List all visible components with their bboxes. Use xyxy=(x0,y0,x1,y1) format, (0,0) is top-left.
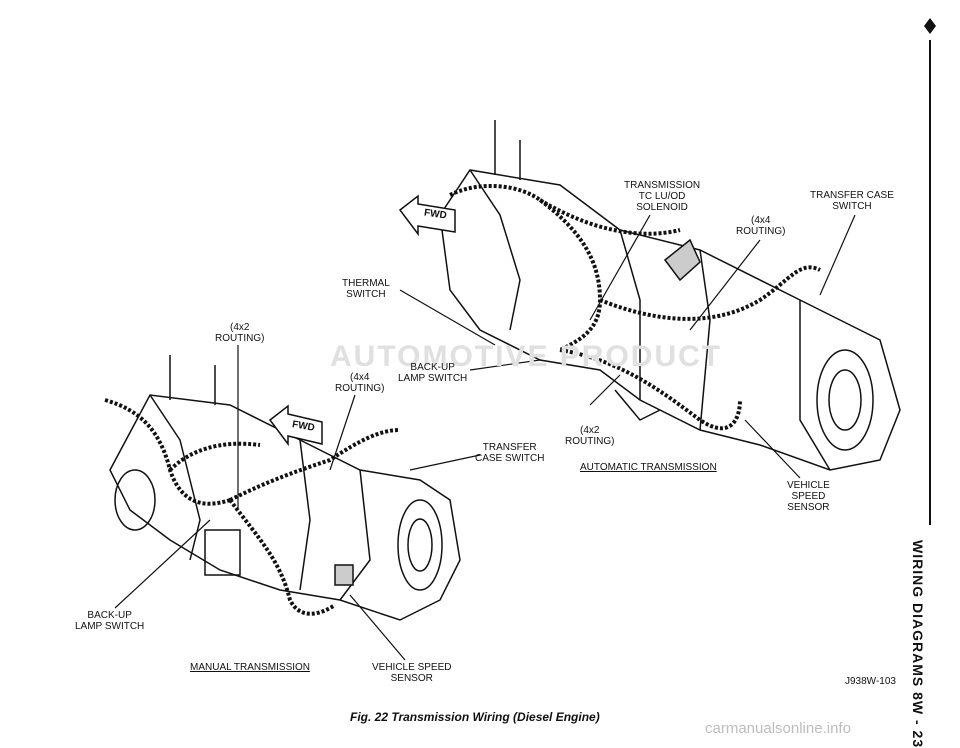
label-manual-transmission: MANUAL TRANSMISSION xyxy=(190,662,311,673)
sidebar-text: WIRING DIAGRAMS 8W - 23 xyxy=(910,540,926,748)
manual-harness xyxy=(104,398,401,616)
label-transfer-case-switch-mid: TRANSFER CASE SWITCH xyxy=(475,442,545,464)
leader-lines xyxy=(114,214,856,661)
label-transfer-case-switch-top: TRANSFER CASE SWITCH xyxy=(810,190,894,212)
label-automatic-transmission: AUTOMATIC TRANSMISSION xyxy=(580,462,717,473)
figure-code: J938W-103 xyxy=(845,676,896,687)
fwd-arrow-top xyxy=(398,194,456,237)
label-4x2-routing-left: (4x2 ROUTING) xyxy=(215,322,265,344)
label-4x4-routing-mid: (4x4 ROUTING) xyxy=(335,372,385,394)
sidebar-section-title: WIRING DIAGRAMS 8W - 23 xyxy=(910,540,948,748)
label-transmission-tc-solenoid: TRANSMISSION TC LU/OD SOLENOID xyxy=(624,180,701,213)
figure-caption: Fig. 22 Transmission Wiring (Diesel Engi… xyxy=(350,710,600,724)
automatic-transmission-drawing xyxy=(439,120,901,471)
watermark: AUTOMOTIVE PRODUCT xyxy=(330,340,723,373)
automatic-harness xyxy=(449,183,821,431)
label-4x4-routing-top: (4x4 ROUTING) xyxy=(736,215,786,237)
site-watermark: carmanualsonline.info xyxy=(705,720,851,737)
label-4x2-routing-mid: (4x2 ROUTING) xyxy=(565,425,615,447)
label-backup-lamp-switch-mid: BACK-UP LAMP SWITCH xyxy=(398,362,468,384)
label-thermal-switch: THERMAL SWITCH xyxy=(342,278,390,300)
label-backup-lamp-switch-left: BACK-UP LAMP SWITCH xyxy=(75,610,145,632)
diamond-icon xyxy=(924,18,936,34)
label-vehicle-speed-sensor-bottom: VEHICLE SPEED SENSOR xyxy=(372,662,452,684)
label-vehicle-speed-sensor-right: VEHICLE SPEED SENSOR xyxy=(787,480,830,513)
fwd-arrow-mid xyxy=(268,404,323,447)
manual-transmission-drawing xyxy=(109,355,461,621)
